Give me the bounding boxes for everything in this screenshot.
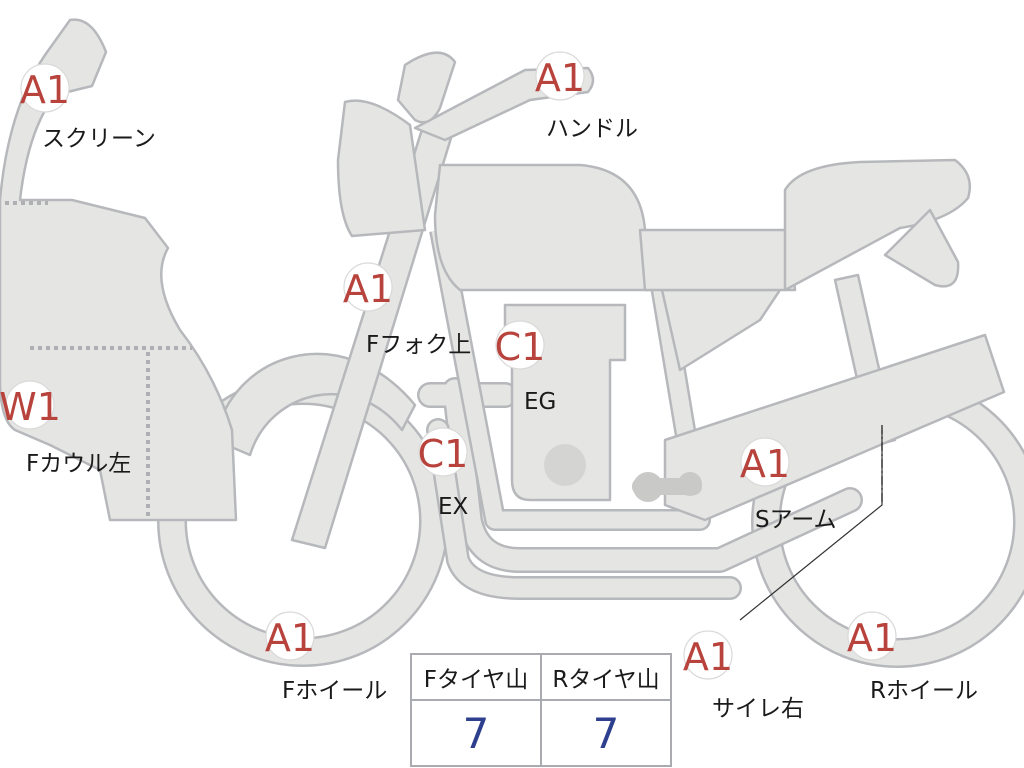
point-label: Sアーム — [755, 507, 837, 533]
mirror — [396, 51, 457, 124]
front-cowl — [0, 18, 238, 522]
front-tire-tread-header: Fタイヤ山 — [410, 653, 542, 701]
point-handlebar: A1 ハンドル — [535, 51, 638, 142]
point-label: Fフォク上 — [366, 332, 471, 358]
badge-circle — [343, 262, 393, 312]
badge-code: A1 — [343, 267, 393, 311]
badge-code: A1 — [265, 616, 315, 660]
swingarm — [663, 333, 1006, 522]
point-front-wheel: A1 Fホイール — [265, 611, 387, 704]
point-silencer-right: A1 サイレ右 — [683, 630, 804, 722]
point-label: EX — [438, 494, 469, 520]
point-engine: C1 EG — [495, 320, 556, 415]
fuel-tank — [433, 163, 652, 292]
seat-front — [638, 228, 797, 292]
badge-circle — [847, 611, 897, 661]
badge-circle — [265, 611, 315, 661]
badge-circle — [535, 51, 585, 101]
point-label: サイレ右 — [712, 696, 804, 722]
point-screen: A1 スクリーン — [20, 63, 156, 152]
point-exhaust: C1 EX — [418, 427, 469, 520]
tail-light — [883, 208, 960, 288]
rear-tire-tread-header: Rタイヤ山 — [540, 653, 672, 701]
front-tire-tread-value: 7 — [410, 699, 542, 767]
point-rear-wheel: A1 Rホイール — [847, 611, 978, 704]
rear-tire-tread-value: 7 — [540, 699, 672, 767]
foot-peg — [632, 472, 702, 502]
badge-circle — [20, 63, 70, 113]
point-label: Fホイール — [282, 678, 387, 704]
badge-code: A1 — [847, 616, 897, 660]
point-label: EG — [524, 389, 556, 415]
badge-code: A1 — [683, 635, 733, 679]
frame — [429, 227, 711, 531]
headlight — [336, 99, 427, 238]
point-swingarm: A1 Sアーム — [740, 437, 837, 533]
badge-circle — [740, 437, 790, 487]
point-front-fork-upper: A1 Fフォク上 — [343, 262, 471, 358]
badge-code: W1 — [0, 385, 61, 429]
badge-code: C1 — [495, 325, 546, 369]
tire-tread-header-row: Fタイヤ山 Rタイヤ山 — [410, 653, 672, 701]
badge-circle — [495, 320, 545, 370]
badge-circle — [418, 427, 468, 477]
point-label: ハンドル — [546, 116, 638, 142]
badge-circle — [683, 630, 733, 680]
badge-code: A1 — [740, 442, 790, 486]
silencer-leader-line — [739, 425, 883, 621]
badge-code: C1 — [418, 432, 469, 476]
badge-circle — [5, 380, 55, 430]
point-label: Rホイール — [870, 678, 978, 704]
badge-code: A1 — [20, 68, 70, 112]
side-cover — [660, 288, 782, 372]
point-label: スクリーン — [42, 126, 156, 152]
tire-tread-table: Fタイヤ山 Rタイヤ山 7 7 — [410, 653, 672, 767]
point-label: Fカウル左 — [26, 451, 131, 477]
tire-tread-value-row: 7 7 — [410, 699, 672, 767]
badge-code: A1 — [535, 56, 585, 100]
point-front-cowl-left: W1 Fカウル左 — [0, 380, 131, 477]
